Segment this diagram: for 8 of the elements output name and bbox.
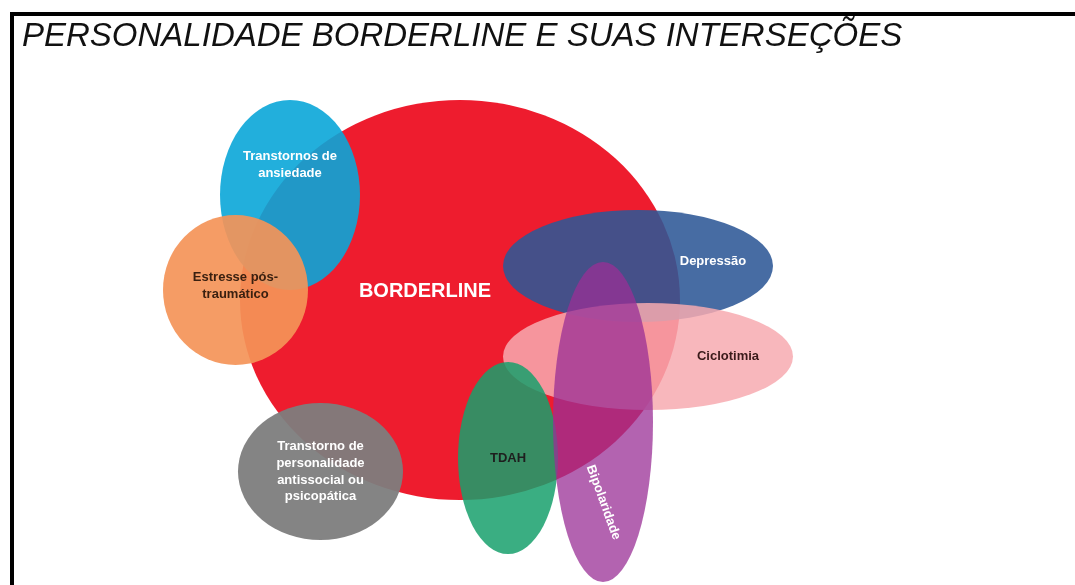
- title: PERSONALIDADE BORDERLINE E SUAS INTERSEÇÕES: [22, 16, 903, 54]
- node-label: Depressão: [679, 252, 747, 270]
- node-label: BORDERLINE: [358, 278, 492, 303]
- node-label: Transtorno de personalidade antissocial ou psicopática: [275, 437, 366, 506]
- node-label: Transtornos de ansiedade: [242, 148, 338, 182]
- node-label: Estresse pós-traumático: [191, 269, 280, 303]
- node-label: Ciclotimia: [696, 348, 760, 365]
- node-label: TDAH: [489, 449, 527, 467]
